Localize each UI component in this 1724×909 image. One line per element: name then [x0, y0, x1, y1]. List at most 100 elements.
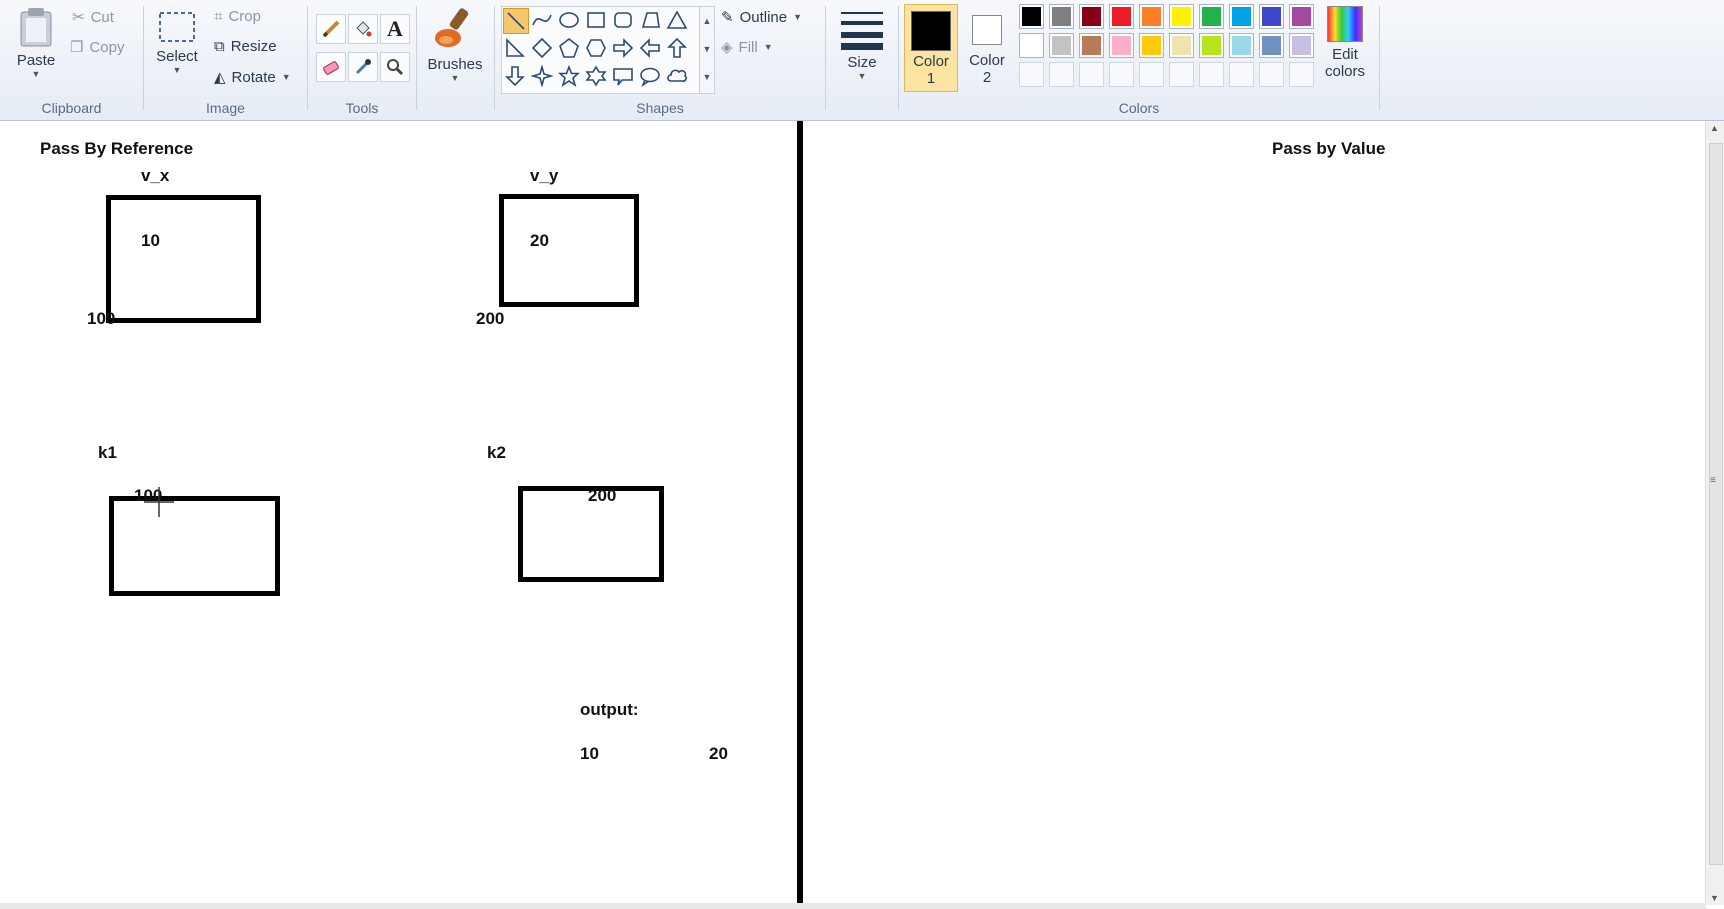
brushes-button[interactable]: Brushes ▼ — [423, 6, 487, 83]
swatch-color — [1082, 7, 1101, 26]
palette-swatch[interactable] — [1049, 33, 1074, 58]
up-arrow-shape-button[interactable] — [665, 36, 689, 60]
palette-empty-swatch[interactable] — [1139, 62, 1164, 87]
diamond-shape-button[interactable] — [530, 36, 554, 60]
brushes-dropdown-icon[interactable]: ▼ — [450, 73, 460, 83]
shapes-scroll[interactable]: ▲▼▼ — [699, 6, 715, 94]
cloud-callout-shape-button[interactable] — [665, 64, 689, 88]
down-arrow-shape-button[interactable] — [503, 64, 527, 88]
polygon-shape-button[interactable] — [638, 8, 662, 32]
vertical-scroll-thumb[interactable] — [1709, 143, 1723, 865]
edit-colors-button[interactable]: Edit colors — [1317, 6, 1373, 80]
oval-callout-shape-button[interactable] — [638, 64, 662, 88]
palette-swatch[interactable] — [1049, 4, 1074, 29]
paste-dropdown-icon[interactable]: ▼ — [31, 69, 41, 79]
color1-button[interactable]: Color 1 — [904, 4, 958, 92]
palette-empty-swatch[interactable] — [1289, 62, 1314, 87]
palette-swatch[interactable] — [1289, 33, 1314, 58]
rect-shape-button[interactable] — [584, 8, 608, 32]
cut-button[interactable]: ✂ Cut — [72, 8, 114, 27]
crop-button[interactable]: ⌗ Crop — [214, 8, 261, 25]
palette-empty-swatch[interactable] — [1229, 62, 1254, 87]
palette-swatch[interactable] — [1019, 33, 1044, 58]
palette-swatch[interactable] — [1139, 4, 1164, 29]
pentagon-shape-button[interactable] — [557, 36, 581, 60]
triangle-shape-button[interactable] — [665, 8, 689, 32]
select-dropdown-icon[interactable]: ▼ — [172, 65, 182, 75]
palette-empty-swatch[interactable] — [1259, 62, 1284, 87]
select-button[interactable]: Select ▼ — [154, 10, 200, 75]
line-size-icon — [841, 12, 883, 50]
palette-swatch[interactable] — [1229, 4, 1254, 29]
palette-swatch[interactable] — [1169, 33, 1194, 58]
k1-box — [109, 496, 280, 596]
line-shape-button[interactable] — [503, 8, 529, 34]
rotate-button[interactable]: ◭ Rotate ▼ — [214, 68, 291, 87]
vertical-scrollbar[interactable]: ▲ ≡ ▼ — [1705, 121, 1724, 905]
k2-box — [518, 486, 664, 582]
fill-button[interactable]: ◈ Fill ▼ — [721, 38, 773, 57]
palette-swatch[interactable] — [1229, 33, 1254, 58]
palette-empty-swatch[interactable] — [1079, 62, 1104, 87]
hexagon-shape-button[interactable] — [584, 36, 608, 60]
text-tool[interactable]: A — [380, 14, 410, 44]
palette-swatch[interactable] — [1019, 4, 1044, 29]
palette-swatch[interactable] — [1289, 4, 1314, 29]
six-point-star-shape-button[interactable] — [584, 64, 608, 88]
pencil-tool[interactable] — [316, 14, 346, 44]
resize-button[interactable]: ⧉ Resize — [214, 38, 277, 55]
palette-swatch[interactable] — [1199, 4, 1224, 29]
palette-swatch[interactable] — [1259, 33, 1284, 58]
eraser-tool[interactable] — [316, 52, 346, 82]
fill-tool[interactable] — [348, 14, 378, 44]
palette-swatch[interactable] — [1169, 4, 1194, 29]
pencil-icon — [322, 20, 340, 38]
palette-empty-swatch[interactable] — [1049, 62, 1074, 87]
copy-button[interactable]: ❐ Copy — [70, 38, 125, 57]
palette-empty-swatch[interactable] — [1109, 62, 1134, 87]
rotate-dropdown-icon[interactable]: ▼ — [281, 72, 291, 82]
color-picker-tool[interactable] — [348, 52, 378, 82]
scroll-up-icon[interactable]: ▲ — [1710, 123, 1719, 133]
copy-label: Copy — [89, 38, 125, 56]
scroll-down-icon[interactable]: ▼ — [1710, 893, 1719, 903]
k2-value: 200 — [588, 486, 617, 505]
right-arrow-shape-button[interactable] — [611, 36, 635, 60]
separator — [143, 6, 144, 110]
oval-shape-button[interactable] — [557, 8, 581, 32]
drawing-canvas[interactable]: Pass By Reference Pass by Value v_x 10 1… — [0, 121, 1706, 905]
four-point-star-shape-button[interactable] — [530, 64, 554, 88]
palette-swatch[interactable] — [1199, 33, 1224, 58]
five-point-star-shape-button[interactable] — [557, 64, 581, 88]
left-arrow-shape-button[interactable] — [638, 36, 662, 60]
swatch-color — [1292, 7, 1311, 26]
size-dropdown-icon[interactable]: ▼ — [857, 71, 867, 81]
rect-callout-shape-button[interactable] — [611, 64, 635, 88]
rotate-label: Rotate — [231, 68, 276, 86]
fill-dropdown-icon[interactable]: ▼ — [763, 42, 773, 52]
paste-button[interactable]: Paste ▼ — [10, 6, 62, 79]
palette-swatch[interactable] — [1259, 4, 1284, 29]
outline-dropdown-icon[interactable]: ▼ — [793, 12, 803, 22]
outline-icon: ✎ — [721, 9, 734, 26]
tools-group-label: Tools — [345, 100, 379, 116]
palette-empty-swatch[interactable] — [1019, 62, 1044, 87]
rainbow-icon — [1327, 6, 1363, 42]
palette-empty-swatch[interactable] — [1169, 62, 1194, 87]
outline-button[interactable]: ✎ Outline ▼ — [721, 8, 803, 27]
curve-shape-button[interactable] — [530, 8, 554, 32]
rounded-rect-shape-button[interactable] — [611, 8, 635, 32]
palette-swatch[interactable] — [1109, 4, 1134, 29]
palette-swatch[interactable] — [1079, 4, 1104, 29]
palette-swatch[interactable] — [1079, 33, 1104, 58]
size-button[interactable]: Size ▼ — [836, 8, 888, 81]
magnifier-tool[interactable] — [380, 52, 410, 82]
palette-swatch[interactable] — [1139, 33, 1164, 58]
swatch-color — [1142, 7, 1161, 26]
palette-empty-swatch[interactable] — [1199, 62, 1224, 87]
vx-box — [106, 195, 261, 323]
palette-swatch[interactable] — [1109, 33, 1134, 58]
color2-button[interactable]: Color 2 — [961, 4, 1013, 90]
horizontal-scrollbar[interactable] — [0, 903, 1706, 909]
right-triangle-shape-button[interactable] — [503, 36, 527, 60]
